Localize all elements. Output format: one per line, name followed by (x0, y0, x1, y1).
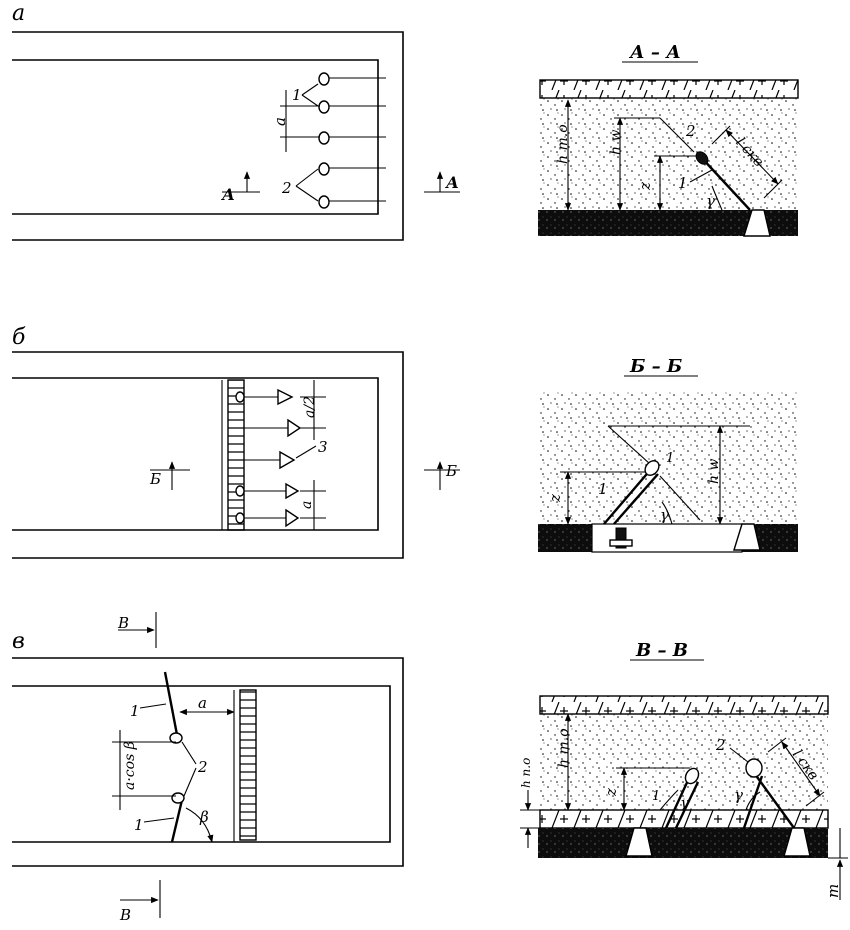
charges-a (318, 72, 386, 209)
panel-a: а a 1 2 А (12, 1, 460, 241)
panel-a-letter: а (12, 1, 25, 26)
section-aa: А – А h т.о h w z 2 1 l скв γ (538, 42, 799, 237)
panel-v: в a a·cos β 1 1 2 β В В (12, 612, 404, 924)
dim-b-a: a (299, 501, 315, 509)
callout-a-2: 2 (281, 179, 292, 197)
callout-b-3: 3 (318, 438, 328, 456)
cribbing-b (227, 379, 245, 531)
callout-a-1: 1 (292, 86, 302, 104)
cribbing-v (239, 689, 257, 841)
bb-gamma: γ (660, 506, 669, 524)
dim-a-label: a (271, 117, 289, 126)
panel-b: б a/2 a 3 (12, 325, 460, 559)
callout-v-1-bot: 1 (134, 816, 144, 834)
section-vv-title: В – В (635, 640, 688, 661)
panel-v-letter: в (12, 629, 25, 654)
vv-callout-2: 2 (715, 736, 726, 754)
bb-h-w: h w (706, 459, 722, 484)
section-mark-b-left: Б (149, 470, 161, 488)
dim-v-cos: a·cos β (122, 741, 138, 790)
bb-callout-1b: 1 (666, 451, 674, 466)
panel-b-letter: б (12, 325, 26, 350)
callout-v-1-top: 1 (130, 702, 140, 720)
vv-callout-1: 1 (652, 789, 660, 804)
section-mark-v-top: В (117, 614, 129, 632)
charges-b (235, 388, 302, 528)
section-mark-a-left: А (221, 185, 235, 204)
vv-gamma-1: γ (680, 794, 689, 812)
section-aa-title: А – А (628, 42, 681, 63)
aa-h-to: h т.о (555, 124, 571, 164)
aa-gamma: γ (706, 192, 715, 210)
section-mark-v-bottom: В (119, 906, 131, 924)
dim-v-a: a (198, 694, 207, 712)
section-mark-a-right: А (445, 173, 459, 192)
dim-b-half: a/2 (302, 396, 318, 418)
aa-callout-2: 2 (685, 122, 696, 140)
section-bb: Б – Б h w z 1 1 γ (538, 356, 798, 553)
section-mark-b-right: Б (445, 462, 457, 480)
aa-z: z (636, 182, 654, 191)
bb-z: z (546, 494, 564, 503)
aa-h-w: h w (608, 130, 624, 155)
section-vv: В – В h п.о h т.о z 1 γ 2 (519, 640, 848, 900)
aa-callout-1: 1 (678, 174, 688, 192)
section-bb-title: Б – Б (629, 356, 682, 377)
callout-v-2: 2 (197, 758, 208, 776)
vv-h-to: h т.о (556, 728, 572, 768)
vv-m: m (824, 884, 842, 898)
vv-h-po: h п.о (519, 758, 533, 788)
vv-z: z (602, 788, 620, 797)
bb-callout-1: 1 (598, 480, 608, 498)
vv-gamma-2: γ (734, 786, 743, 804)
angle-v-beta: β (199, 808, 209, 826)
coal-seam-vv (538, 828, 828, 858)
